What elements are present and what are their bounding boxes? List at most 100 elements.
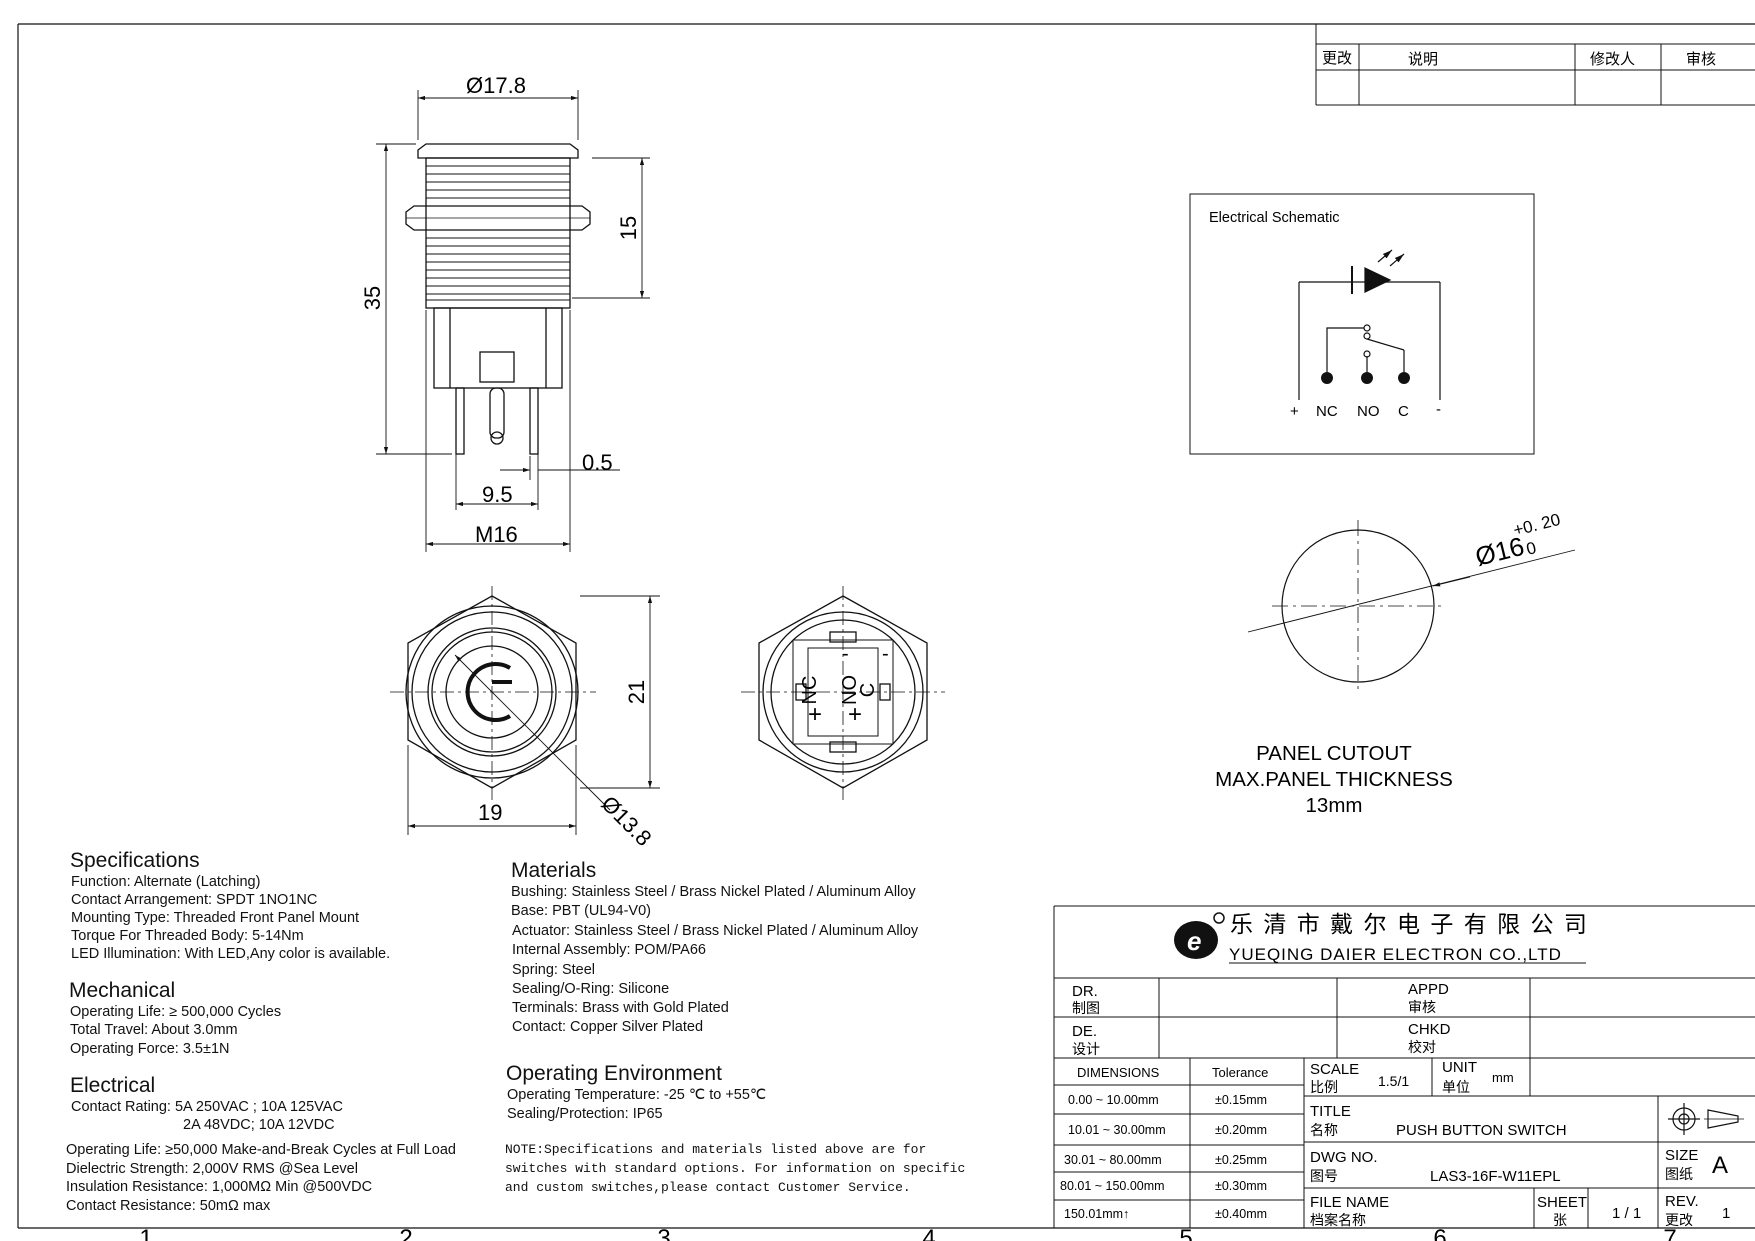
dim-thread-length: 15 — [616, 216, 641, 240]
mat-line-5: Spring: Steel — [512, 962, 596, 978]
spec-line-3: Mounting Type: Threaded Front Panel Moun… — [71, 910, 360, 926]
tb-title: TITLE — [1310, 1103, 1351, 1120]
tb-tol-value-1: ±0.15mm — [1215, 1093, 1267, 1107]
elec-rating-2: 2A 48VDC; 10A 12VDC — [183, 1117, 335, 1133]
dim-head-diameter: Ø17.8 — [466, 73, 526, 98]
tb-chkd: CHKD — [1408, 1021, 1451, 1038]
note-line-1: NOTE:Specifications and materials listed… — [505, 1142, 927, 1157]
tb-file-cn: 档案名称 — [1310, 1212, 1366, 1228]
tb-size-value: A — [1712, 1152, 1728, 1179]
panel-cutout-label: PANEL CUTOUT — [1256, 742, 1412, 765]
mech-line-2: Total Travel: About 3.0mm — [70, 1022, 238, 1038]
env-line-1: Operating Temperature: -25 ℃ to +55℃ — [507, 1087, 767, 1103]
tb-file: FILE NAME — [1310, 1194, 1389, 1211]
zone-6: 6 — [1433, 1225, 1446, 1241]
spec-line-1: Function: Alternate (Latching) — [71, 874, 261, 890]
rear-label-nc: NC — [799, 676, 821, 705]
panel-thickness-label: MAX.PANEL THICKNESS — [1215, 768, 1453, 791]
tb-dimensions-header: DIMENSIONS — [1077, 1065, 1160, 1080]
rear-label-no: NO — [839, 675, 861, 705]
tb-dwg-cn: 图号 — [1310, 1168, 1338, 1184]
tb-rev-cn: 更改 — [1665, 1212, 1693, 1228]
rear-label-minus-right: - — [882, 643, 889, 665]
tb-de: DE. — [1072, 1023, 1097, 1040]
rev-description-label: 说明 — [1408, 51, 1438, 68]
mat-line-4: Internal Assembly: POM/PA66 — [512, 942, 706, 958]
tb-dr: DR. — [1072, 983, 1098, 1000]
tb-sheet-cn: 张 — [1553, 1212, 1567, 1228]
schematic-terminal-no — [1361, 372, 1373, 384]
schematic-plus: + — [1290, 403, 1299, 420]
materials-title: Materials — [511, 859, 597, 882]
rev-modifier-label: 修改人 — [1590, 51, 1635, 68]
elec-rating-1: Contact Rating: 5A 250VAC ; 10A 125VAC — [71, 1099, 343, 1115]
company-name-en: YUEQING DAIER ELECTRON CO.,LTD — [1229, 945, 1562, 964]
tb-scale-value: 1.5/1 — [1378, 1073, 1409, 1089]
projection-symbol — [1668, 1103, 1744, 1135]
dim-hex-width: 19 — [478, 800, 502, 825]
specifications-title: Specifications — [70, 849, 200, 872]
tb-scale-cn: 比例 — [1310, 1079, 1338, 1095]
tb-chkd-cn: 校对 — [1408, 1039, 1436, 1055]
zone-1: 1 — [139, 1225, 152, 1241]
revision-table — [1315, 24, 1755, 106]
front-dimension-lines — [407, 595, 660, 835]
note-line-3: and custom switches,please contact Custo… — [505, 1180, 911, 1195]
schematic-box — [1189, 193, 1535, 455]
mat-line-2: Base: PBT (UL94-V0) — [511, 903, 651, 919]
tb-appd: APPD — [1408, 981, 1449, 998]
tb-title-value: PUSH BUTTON SWITCH — [1396, 1122, 1567, 1139]
side-dimension-lines — [376, 90, 650, 552]
elec-line-2: Dielectric Strength: 2,000V RMS @Sea Lev… — [66, 1161, 358, 1177]
dim-ring-diameter: Ø13.8 — [596, 791, 656, 851]
tb-unit-cn: 单位 — [1442, 1079, 1470, 1095]
electrical-title: Electrical — [70, 1074, 156, 1097]
dim-pin-spacing: 9.5 — [482, 482, 513, 507]
tb-tol-value-4: ±0.30mm — [1215, 1179, 1267, 1193]
env-line-2: Sealing/Protection: IP65 — [507, 1106, 663, 1122]
panel-tolerance-lower: 0 — [1524, 538, 1538, 559]
mechanical-title: Mechanical — [69, 979, 176, 1002]
tb-dr-cn: 制图 — [1072, 1000, 1100, 1016]
switch-rear-view — [741, 586, 945, 800]
dim-hex-height: 21 — [624, 680, 649, 704]
elec-line-4: Contact Resistance: 50mΩ max — [66, 1198, 271, 1214]
dim-height: 35 — [360, 286, 385, 310]
tb-sheet: SHEET — [1537, 1194, 1587, 1211]
dim-pin-width: 0.5 — [582, 450, 613, 475]
tb-dwg: DWG NO. — [1310, 1149, 1378, 1166]
tb-tolerance-header: Tolerance — [1212, 1065, 1268, 1080]
tb-rev: REV. — [1665, 1193, 1699, 1210]
title-block-grid — [1053, 905, 1755, 1228]
company-logo: e — [1174, 912, 1225, 959]
tb-tol-range-2: 10.01 ~ 30.00mm — [1068, 1123, 1166, 1137]
tb-size-cn: 图纸 — [1665, 1166, 1693, 1182]
tb-dwg-value: LAS3-16F-W11EPL — [1430, 1168, 1561, 1185]
mat-line-7: Terminals: Brass with Gold Plated — [512, 1000, 729, 1016]
tb-unit: UNIT — [1442, 1059, 1477, 1076]
company-name-cn: 乐 清 市 戴 尔 电 子 有 限 公 司 — [1230, 911, 1589, 937]
panel-tolerance-upper: +0. 20 — [1511, 510, 1562, 540]
environment-title: Operating Environment — [506, 1062, 722, 1085]
tb-tol-value-5: ±0.40mm — [1215, 1207, 1267, 1221]
elec-line-3: Insulation Resistance: 1,000MΩ Min @500V… — [66, 1179, 373, 1195]
schematic-terminal-nc — [1321, 372, 1333, 384]
tb-de-cn: 设计 — [1072, 1041, 1100, 1057]
mat-line-1: Bushing: Stainless Steel / Brass Nickel … — [511, 884, 916, 900]
dim-thread-size: M16 — [475, 522, 518, 547]
schematic-no: NO — [1357, 403, 1380, 420]
schematic-minus: - — [1436, 401, 1441, 418]
rear-label-plus-right: + — [848, 701, 862, 728]
tb-tol-range-4: 80.01 ~ 150.00mm — [1060, 1179, 1165, 1193]
schematic-c: C — [1398, 403, 1409, 420]
zone-2: 2 — [399, 1225, 412, 1241]
tb-tol-value-3: ±0.25mm — [1215, 1153, 1267, 1167]
schematic-title: Electrical Schematic — [1209, 210, 1340, 226]
schematic-circuit — [1298, 249, 1441, 400]
spec-line-4: Torque For Threaded Body: 5-14Nm — [71, 928, 304, 944]
tb-tol-range-1: 0.00 ~ 10.00mm — [1068, 1093, 1159, 1107]
tb-appd-cn: 审核 — [1408, 999, 1436, 1015]
tb-rev-value: 1 — [1722, 1205, 1730, 1222]
rear-label-c: C — [857, 683, 879, 697]
rear-label-minus-left: - — [842, 643, 849, 665]
